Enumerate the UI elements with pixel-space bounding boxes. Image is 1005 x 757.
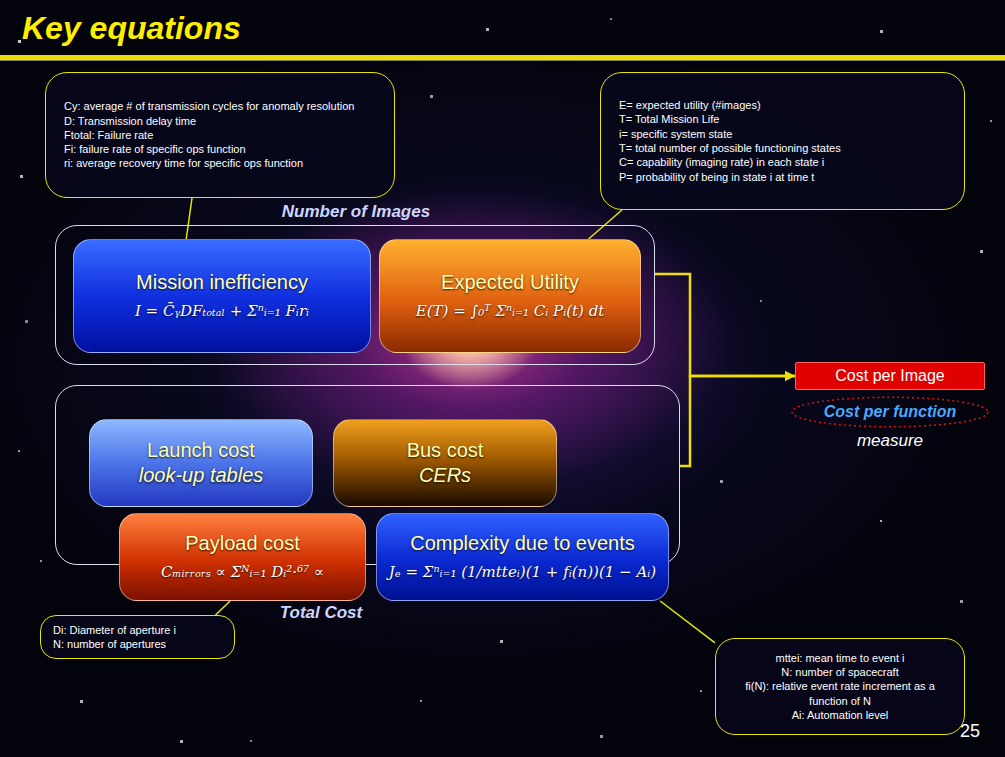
- node-text: mttei: mean time to event i: [728, 651, 952, 665]
- group-panel: Total CostLaunch costlook-up tablesBus c…: [55, 385, 680, 565]
- node-subtext: D: Transmission delay time: [64, 114, 376, 128]
- node-text: Payload cost: [128, 531, 357, 556]
- note-label: measure: [840, 431, 940, 451]
- node-subtext: N: number of spacecraft: [728, 665, 952, 679]
- definition-callout: Di: Diameter of aperture iN: number of a…: [40, 615, 235, 659]
- result-box: Cost per Image: [795, 362, 985, 390]
- connector: [216, 601, 231, 615]
- node-subtext: CERs: [342, 463, 548, 488]
- measure-ellipse: Cost per function: [790, 396, 990, 428]
- definition-callout: Cy: average # of transmission cycles for…: [45, 72, 395, 198]
- connector: [660, 601, 715, 643]
- title-rule-highlight: [0, 60, 1005, 61]
- ellipse-outline: [792, 397, 988, 426]
- node-subtext: Fi: failure rate of specific ops functio…: [64, 142, 376, 156]
- connector: [186, 198, 192, 239]
- definition-callout: E= expected utility (#images)T= Total Mi…: [600, 72, 965, 210]
- node-subtext: ri: average recovery time for specific o…: [64, 156, 376, 170]
- group-panel: Number of ImagesMission inefficiencyI = …: [55, 225, 655, 365]
- node-text: Expected Utility: [388, 270, 632, 295]
- node-text: Cost per Image: [802, 366, 978, 387]
- stars: [18, 18, 992, 743]
- node-text: Cost per function: [804, 402, 976, 423]
- node-subtext: N: number of apertures: [53, 637, 222, 651]
- node-subtext: E(T) = ∫₀ᵀ Σⁿᵢ₌₁ Cᵢ Pᵢ(t) dt: [388, 301, 632, 322]
- slide-title: Key equations: [22, 8, 1005, 50]
- node-subtext: look-up tables: [98, 463, 304, 488]
- title-rule: [0, 55, 1005, 60]
- cost-box: Launch costlook-up tables: [89, 419, 313, 507]
- node-subtext: Cₘᵢᵣᵣₒᵣₛ ∝ Σᴺᵢ₌₁ Dᵢ²·⁶⁷ ∝: [128, 562, 357, 583]
- arrow-head: [785, 371, 795, 381]
- node-text: E= expected utility (#images): [619, 98, 946, 112]
- node-subtext: T= total number of possible functioning …: [619, 141, 946, 155]
- equation-box: Complexity due to events Jₑ = Σⁿᵢ₌₁ (1/mt…: [376, 513, 669, 601]
- node-subtext: i= specific system state: [619, 127, 946, 141]
- arrow-head: [785, 371, 795, 381]
- connector-line: [680, 376, 795, 466]
- node-text: Launch cost: [98, 438, 304, 463]
- node-subtext: P= probability of being in state i at ti…: [619, 170, 946, 184]
- node-text: Cy: average # of transmission cycles for…: [64, 99, 376, 113]
- node-text: Complexity due to events: [385, 531, 660, 556]
- cost-box: Bus costCERs: [333, 419, 557, 507]
- equation-box: Payload costCₘᵢᵣᵣₒᵣₛ ∝ Σᴺᵢ₌₁ Dᵢ²·⁶⁷ ∝: [119, 513, 366, 601]
- equation-box: Mission inefficiency I = C̄ᵧDFₜₒₜₐₗ + Σⁿᵢ…: [73, 239, 371, 353]
- connector-line: [660, 601, 715, 643]
- node-text: Mission inefficiency: [82, 270, 362, 295]
- definition-callout: mttei: mean time to event iN: number of …: [715, 638, 965, 735]
- group-label: Total Cost: [241, 603, 401, 623]
- connector-line: [186, 198, 192, 239]
- connector: [655, 274, 795, 381]
- node-subtext: C= capability (imaging rate) in each sta…: [619, 155, 946, 169]
- connector-line: [216, 601, 231, 615]
- node-subtext: Ftotal: Failure rate: [64, 128, 376, 142]
- node-subtext: I = C̄ᵧDFₜₒₜₐₗ + Σⁿᵢ₌₁ Fᵢrᵢ: [82, 301, 362, 322]
- connector: [680, 371, 795, 466]
- group-label: Number of Images: [236, 202, 476, 222]
- equation-box: Expected UtilityE(T) = ∫₀ᵀ Σⁿᵢ₌₁ Cᵢ Pᵢ(t…: [379, 239, 641, 353]
- page-number: 25: [940, 721, 980, 743]
- node-subtext: Ai: Automation level: [728, 708, 952, 722]
- node-text: Di: Diameter of aperture i: [53, 623, 222, 637]
- node-subtext: Jₑ = Σⁿᵢ₌₁ (1/mtteᵢ)(1 + fᵢ(n))(1 − Aᵢ): [385, 562, 660, 583]
- node-subtext: fi(N): relative event rate increment as …: [728, 679, 952, 708]
- connector-line: [655, 274, 795, 376]
- node-subtext: T= Total Mission Life: [619, 112, 946, 126]
- node-text: Bus cost: [342, 438, 548, 463]
